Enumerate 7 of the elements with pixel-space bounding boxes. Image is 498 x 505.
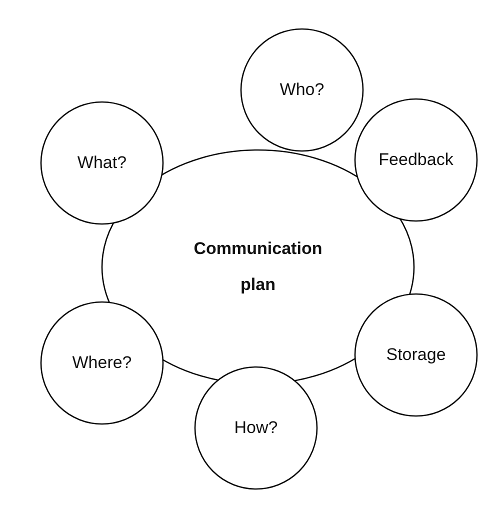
node-label: What? (77, 153, 127, 173)
node-label: Storage (386, 345, 446, 365)
node-label: Where? (72, 353, 132, 373)
node-label: Feedback (378, 150, 454, 170)
central-label: Communication plan (192, 238, 324, 296)
node-label: Who? (280, 80, 324, 100)
node-label: How? (234, 418, 278, 438)
